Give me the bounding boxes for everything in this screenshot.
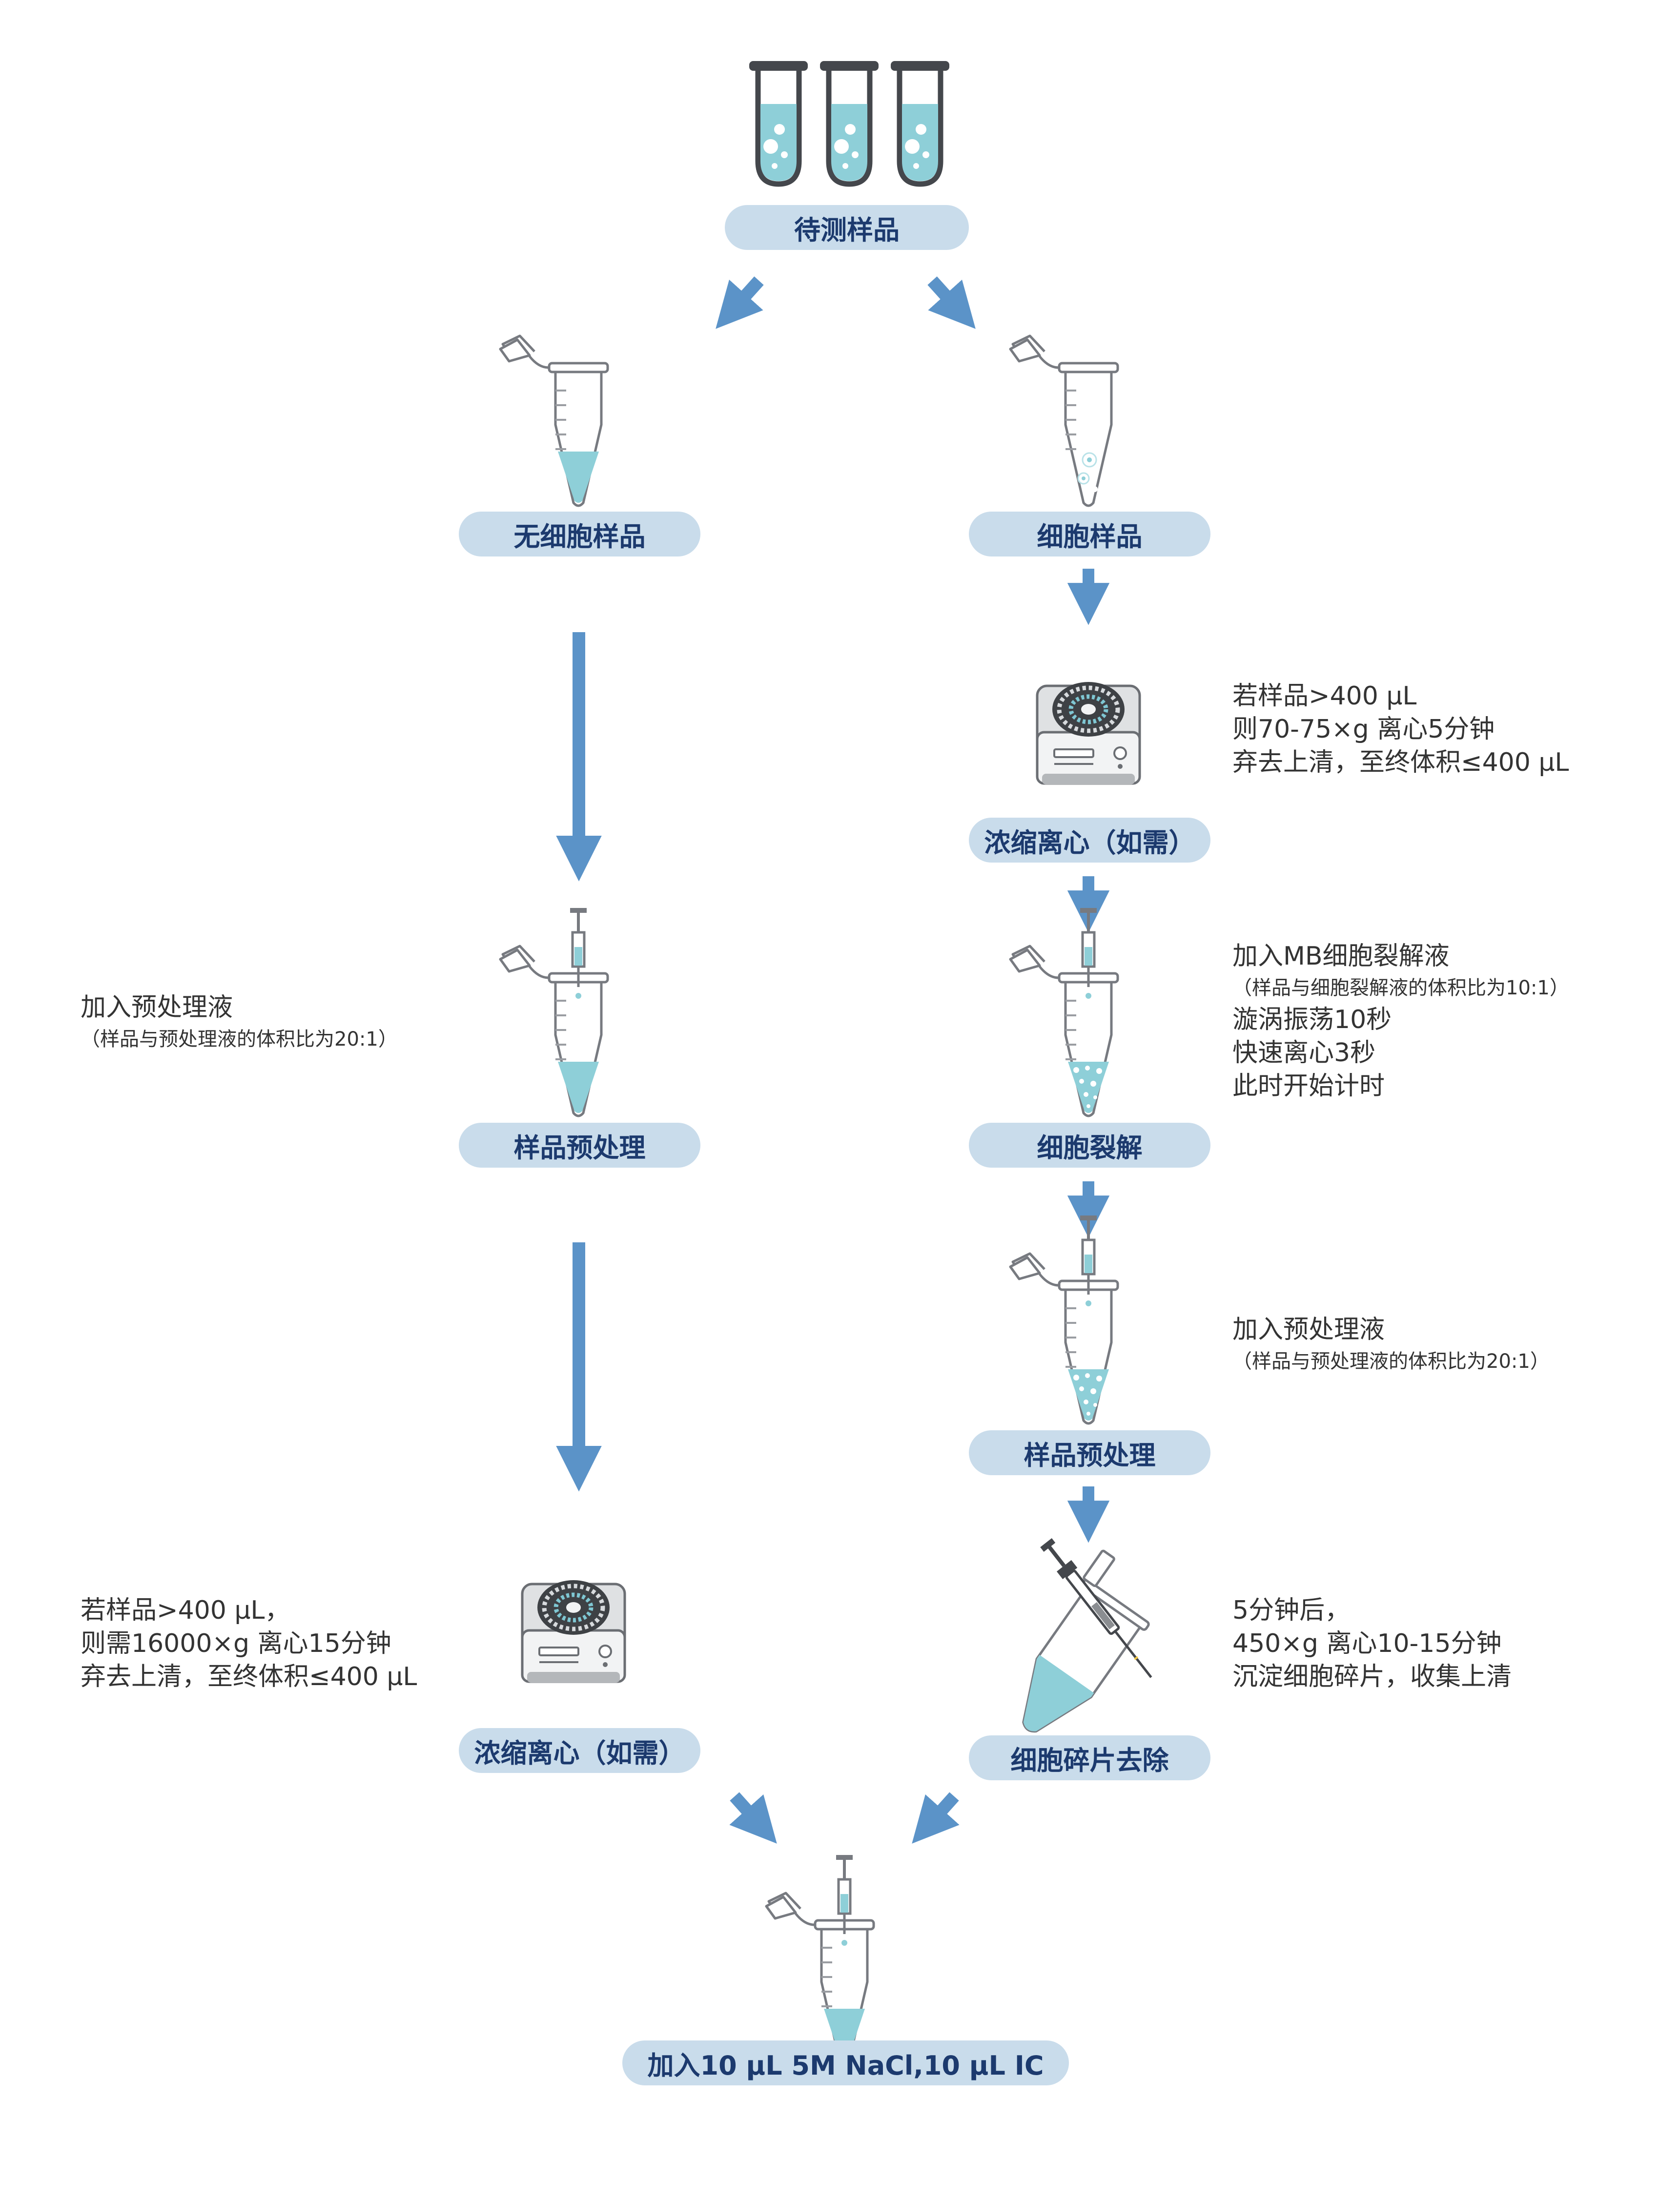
note-line-small: （样品与细胞裂解液的体积比为10:1）: [1232, 977, 1569, 999]
centrifuge-icon: [1037, 682, 1140, 784]
note-line: 弃去上清，至终体积≤400 μL: [81, 1662, 417, 1691]
note-line: 若样品>400 μL，: [81, 1596, 290, 1625]
note-line: 弃去上清，至终体积≤400 μL: [1232, 748, 1569, 777]
note-line-small: （样品与预处理液的体积比为20:1）: [1232, 1350, 1550, 1373]
note-line: 450×g 离心10-15分钟: [1232, 1629, 1502, 1658]
note-line: 沉淀细胞碎片，收集上清: [1232, 1662, 1512, 1691]
note-line: 5分钟后，: [1232, 1596, 1351, 1625]
note-pretreat-right: 加入预处理液 （样品与预处理液的体积比为20:1）: [1232, 1313, 1550, 1377]
note-debris: 5分钟后， 450×g 离心10-15分钟 沉淀细胞碎片，收集上清: [1232, 1594, 1512, 1693]
step-label-sample-to-test: 待测样品: [725, 205, 969, 250]
centrifuge-icon: [522, 1580, 625, 1683]
note-line: 加入预处理液: [81, 993, 233, 1022]
step-label-concentrate-right: 浓缩离心（如需）: [969, 818, 1210, 863]
note-line: 加入预处理液: [1232, 1315, 1385, 1344]
microtube-icon: [500, 336, 608, 506]
note-line: 漩涡振荡10秒: [1232, 1005, 1392, 1034]
step-label-debris-removal: 细胞碎片去除: [969, 1735, 1210, 1780]
note-pretreat-left: 加入预处理液 （样品与预处理液的体积比为20:1）: [81, 991, 398, 1054]
note-line: 快速离心3秒: [1232, 1038, 1376, 1068]
step-label-final: 加入10 μL 5M NaCl,10 μL IC: [622, 2040, 1069, 2085]
tilted-tube-with-pipette-icon: [994, 1537, 1168, 1752]
microtube-with-pipette-icon: [1010, 1215, 1118, 1423]
step-label-cell-free-sample: 无细胞样品: [459, 512, 700, 556]
test-tube-icon: [820, 61, 879, 184]
arrow-icon: [912, 1792, 960, 1844]
microtube-with-pipette-icon: [500, 908, 608, 1116]
note-lysis: 加入MB细胞裂解液 （样品与细胞裂解液的体积比为10:1） 漩涡振荡10秒 快速…: [1232, 940, 1569, 1103]
note-concentrate-left: 若样品>400 μL， 则需16000×g 离心15分钟 弃去上清，至终体积≤4…: [81, 1594, 417, 1693]
note-line: 此时开始计时: [1232, 1071, 1385, 1101]
microtube-with-pipette-icon: [1010, 908, 1118, 1116]
step-label-pretreat-right: 样品预处理: [969, 1430, 1210, 1475]
note-concentrate-right: 若样品>400 μL 则70-75×g 离心5分钟 弃去上清，至终体积≤400 …: [1232, 680, 1569, 779]
note-line: 则需16000×g 离心15分钟: [81, 1629, 391, 1658]
step-label-cell-lysis: 细胞裂解: [969, 1123, 1210, 1168]
arrow-icon: [716, 276, 764, 329]
microtube-with-cells-icon: [1010, 336, 1118, 506]
step-label-pretreat-left: 样品预处理: [459, 1123, 700, 1168]
microtube-with-pipette-icon: [766, 1855, 874, 2063]
arrow-icon: [927, 276, 976, 329]
note-line: 加入MB细胞裂解液: [1232, 942, 1450, 971]
step-label-cell-sample: 细胞样品: [969, 512, 1210, 556]
note-line-small: （样品与预处理液的体积比为20:1）: [81, 1028, 398, 1051]
test-tube-icon: [891, 61, 949, 184]
note-line: 若样品>400 μL: [1232, 681, 1417, 711]
note-line: 则70-75×g 离心5分钟: [1232, 715, 1495, 744]
step-label-concentrate-left: 浓缩离心（如需）: [459, 1728, 700, 1773]
test-tube-icon: [749, 61, 808, 184]
arrow-icon: [729, 1792, 777, 1844]
